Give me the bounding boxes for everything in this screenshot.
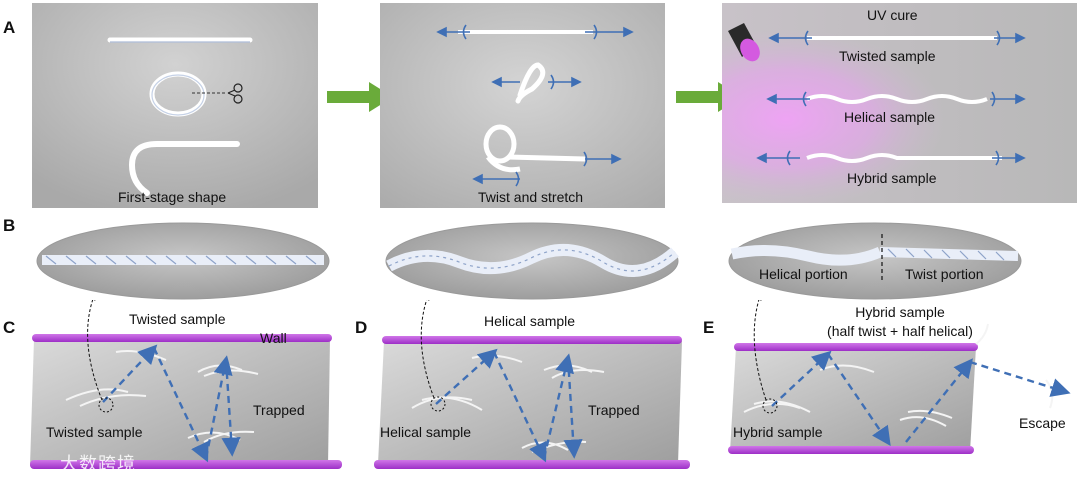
panel-c-trapped-label: Trapped bbox=[253, 402, 305, 418]
panel-d-sample-label: Helical sample bbox=[380, 424, 472, 440]
panel-c-sample-label: Twisted sample bbox=[46, 424, 143, 440]
panel-a-twist-stretch: Twist and stretch bbox=[380, 3, 665, 208]
helical-closeup bbox=[385, 222, 679, 300]
panel-e-sample-label: Hybrid sample bbox=[733, 424, 823, 440]
panel-a-first-stage: First-stage shape bbox=[32, 3, 318, 208]
first-stage-illustration bbox=[32, 3, 318, 208]
twist-stretch-illustration bbox=[380, 3, 665, 208]
twisted-sample-label-a: Twisted sample bbox=[839, 48, 936, 64]
panel-d-title: Helical sample bbox=[484, 313, 576, 329]
panel-letter-d: D bbox=[355, 318, 368, 337]
hybrid-sample-label-a: Hybrid sample bbox=[847, 170, 937, 186]
panel-e-title-line1: Hybrid sample bbox=[855, 304, 945, 320]
panel-letter-e: E bbox=[703, 318, 715, 337]
twist-stretch-label: Twist and stretch bbox=[478, 189, 584, 205]
panel-letter-c: C bbox=[3, 318, 16, 337]
helical-sample-label-a: Helical sample bbox=[844, 109, 936, 125]
hybrid-closeup bbox=[728, 222, 1022, 300]
panel-letter-a: A bbox=[3, 18, 16, 37]
panel-c-channel bbox=[30, 300, 342, 469]
watermark-text: 大数跨境 bbox=[60, 454, 136, 474]
panel-d-channel bbox=[374, 300, 690, 469]
panel-e-channel bbox=[728, 300, 1071, 454]
uv-cure-label: UV cure bbox=[867, 7, 918, 23]
twisted-closeup bbox=[36, 222, 330, 300]
uv-lamp-icon bbox=[728, 23, 760, 62]
scissors-icon bbox=[227, 83, 243, 104]
green-arrow-1 bbox=[327, 82, 393, 112]
panel-d-trapped-label: Trapped bbox=[588, 402, 640, 418]
helical-portion-label: Helical portion bbox=[759, 266, 848, 282]
panel-e-title-line2: (half twist + half helical) bbox=[827, 323, 973, 339]
panel-c-title: Twisted sample bbox=[129, 311, 226, 327]
uv-cure-illustration bbox=[722, 3, 1077, 203]
panel-letter-b: B bbox=[3, 216, 16, 235]
panel-a-uv-cure: UV cure Twisted sample Helical sample Hy… bbox=[722, 3, 1077, 203]
twist-portion-label: Twist portion bbox=[905, 266, 984, 282]
panel-e-escape-label: Escape bbox=[1019, 415, 1066, 431]
first-stage-label: First-stage shape bbox=[118, 189, 227, 205]
panel-c-wall-label: Wall bbox=[260, 330, 287, 346]
